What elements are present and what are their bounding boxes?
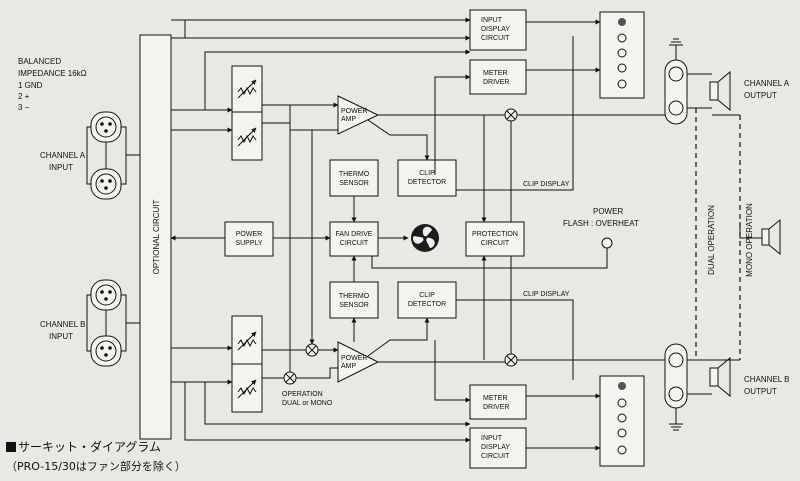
fan-drive-circuit bbox=[329, 221, 379, 257]
protection-circuit bbox=[465, 221, 525, 257]
channel-a-output-sublabel: OUTPUT bbox=[744, 91, 777, 100]
xlr-connector-a1 bbox=[90, 111, 122, 143]
power-amp-a bbox=[337, 95, 380, 135]
display-panel-a bbox=[599, 11, 645, 99]
xlr-connector-a2 bbox=[90, 168, 122, 200]
balanced-note: BALANCED IMPEDANCE 16kΩ 1 GND 2 + 3 − bbox=[18, 57, 87, 112]
svg-text:AMP: AMP bbox=[341, 116, 357, 123]
thermo-sensor-b bbox=[329, 281, 379, 319]
xlr-connector-b1 bbox=[90, 279, 122, 311]
channel-b-input-sublabel: INPUT bbox=[49, 332, 73, 341]
power-label: POWER bbox=[593, 207, 623, 216]
clip-display-label-a: CLIP DISPLAY bbox=[523, 181, 570, 188]
channel-a-input-label: CHANNEL A bbox=[40, 151, 86, 160]
clip-detector-a bbox=[397, 159, 457, 197]
diagram-caption: サーキット・ダイアグラム bbox=[6, 438, 161, 455]
pin2-label: 2 + bbox=[18, 92, 30, 101]
channel-b-output-label: CHANNEL B bbox=[744, 375, 790, 384]
svg-text:DISPLAY: DISPLAY bbox=[481, 26, 510, 33]
ground-icon-b bbox=[669, 408, 683, 431]
channel-a-output-label: CHANNEL A bbox=[744, 79, 790, 88]
svg-text:DRIVER: DRIVER bbox=[483, 404, 509, 411]
output-terminal-a bbox=[664, 59, 688, 125]
svg-text:INPUT: INPUT bbox=[481, 435, 503, 442]
svg-text:CLIP: CLIP bbox=[419, 170, 435, 177]
output-terminal-b bbox=[664, 343, 688, 409]
meter-driver-b bbox=[469, 384, 527, 420]
svg-text:THERMO: THERMO bbox=[339, 171, 370, 178]
svg-text:CIRCUIT: CIRCUIT bbox=[340, 240, 369, 247]
channel-a-input-sublabel: INPUT bbox=[49, 163, 73, 172]
input-display-circuit-top bbox=[469, 9, 527, 51]
thermo-sensor-a bbox=[329, 159, 379, 197]
display-panel-b bbox=[599, 375, 645, 467]
speaker-icon-b bbox=[709, 356, 731, 398]
power-supply-box bbox=[224, 221, 274, 257]
input-display-circuit-bottom bbox=[469, 427, 527, 469]
svg-text:SENSOR: SENSOR bbox=[339, 302, 369, 309]
balanced-label: BALANCED bbox=[18, 57, 61, 66]
svg-text:POWER: POWER bbox=[341, 108, 367, 115]
optional-circuit-box bbox=[139, 34, 172, 440]
svg-text:DETECTOR: DETECTOR bbox=[408, 301, 446, 308]
attenuator-b2 bbox=[231, 363, 263, 413]
diagram-subcaption: （PRO-15/30はファン部分を除く） bbox=[6, 460, 186, 473]
svg-text:METER: METER bbox=[483, 70, 508, 77]
svg-text:INPUT: INPUT bbox=[481, 17, 503, 24]
channel-b-input-label: CHANNEL B bbox=[40, 320, 86, 329]
meter-driver-a bbox=[469, 59, 527, 95]
svg-text:SENSOR: SENSOR bbox=[339, 180, 369, 187]
fan-icon bbox=[411, 224, 439, 252]
svg-text:THERMO: THERMO bbox=[339, 293, 370, 300]
clip-display-label-b: CLIP DISPLAY bbox=[523, 291, 570, 298]
svg-text:DISPLAY: DISPLAY bbox=[481, 444, 510, 451]
speaker-icon-mono bbox=[761, 218, 781, 256]
svg-text:CLIP: CLIP bbox=[419, 292, 435, 299]
optional-circuit-label: OPTIONAL CIRCUIT bbox=[152, 199, 161, 274]
power-amp-b bbox=[337, 341, 380, 383]
svg-text:CIRCUIT: CIRCUIT bbox=[481, 35, 510, 42]
power-indicator-led bbox=[601, 237, 613, 249]
svg-text:CIRCUIT: CIRCUIT bbox=[481, 453, 510, 460]
svg-text:SUPPLY: SUPPLY bbox=[235, 240, 262, 247]
channel-b-output-sublabel: OUTPUT bbox=[744, 387, 777, 396]
impedance-label: IMPEDANCE 16kΩ bbox=[18, 69, 87, 78]
xlr-connector-b2 bbox=[90, 335, 122, 367]
variable-resistor-icon bbox=[237, 79, 257, 147]
svg-text:DETECTOR: DETECTOR bbox=[408, 179, 446, 186]
flash-overheat-label: FLASH : OVERHEAT bbox=[563, 219, 639, 228]
svg-text:POWER: POWER bbox=[236, 231, 262, 238]
speaker-icon-a bbox=[709, 70, 731, 112]
svg-text:CIRCUIT: CIRCUIT bbox=[481, 240, 510, 247]
svg-text:FAN DRIVE: FAN DRIVE bbox=[336, 231, 373, 238]
svg-text:METER: METER bbox=[483, 395, 508, 402]
ground-icon-a bbox=[669, 38, 683, 60]
svg-text:PROTECTION: PROTECTION bbox=[472, 231, 518, 238]
dual-mono-label: DUAL or MONO bbox=[282, 400, 333, 407]
svg-text:POWER: POWER bbox=[341, 355, 367, 362]
pin1-label: 1 GND bbox=[18, 81, 43, 90]
mono-operation-label: MONO OPERATION bbox=[745, 203, 754, 277]
dual-operation-label: DUAL OPERATION bbox=[707, 205, 716, 275]
svg-text:DRIVER: DRIVER bbox=[483, 79, 509, 86]
svg-text:AMP: AMP bbox=[341, 363, 357, 370]
clip-detector-b bbox=[397, 281, 457, 319]
pin3-label: 3 − bbox=[18, 103, 30, 112]
operation-label: OPERATION bbox=[282, 391, 323, 398]
